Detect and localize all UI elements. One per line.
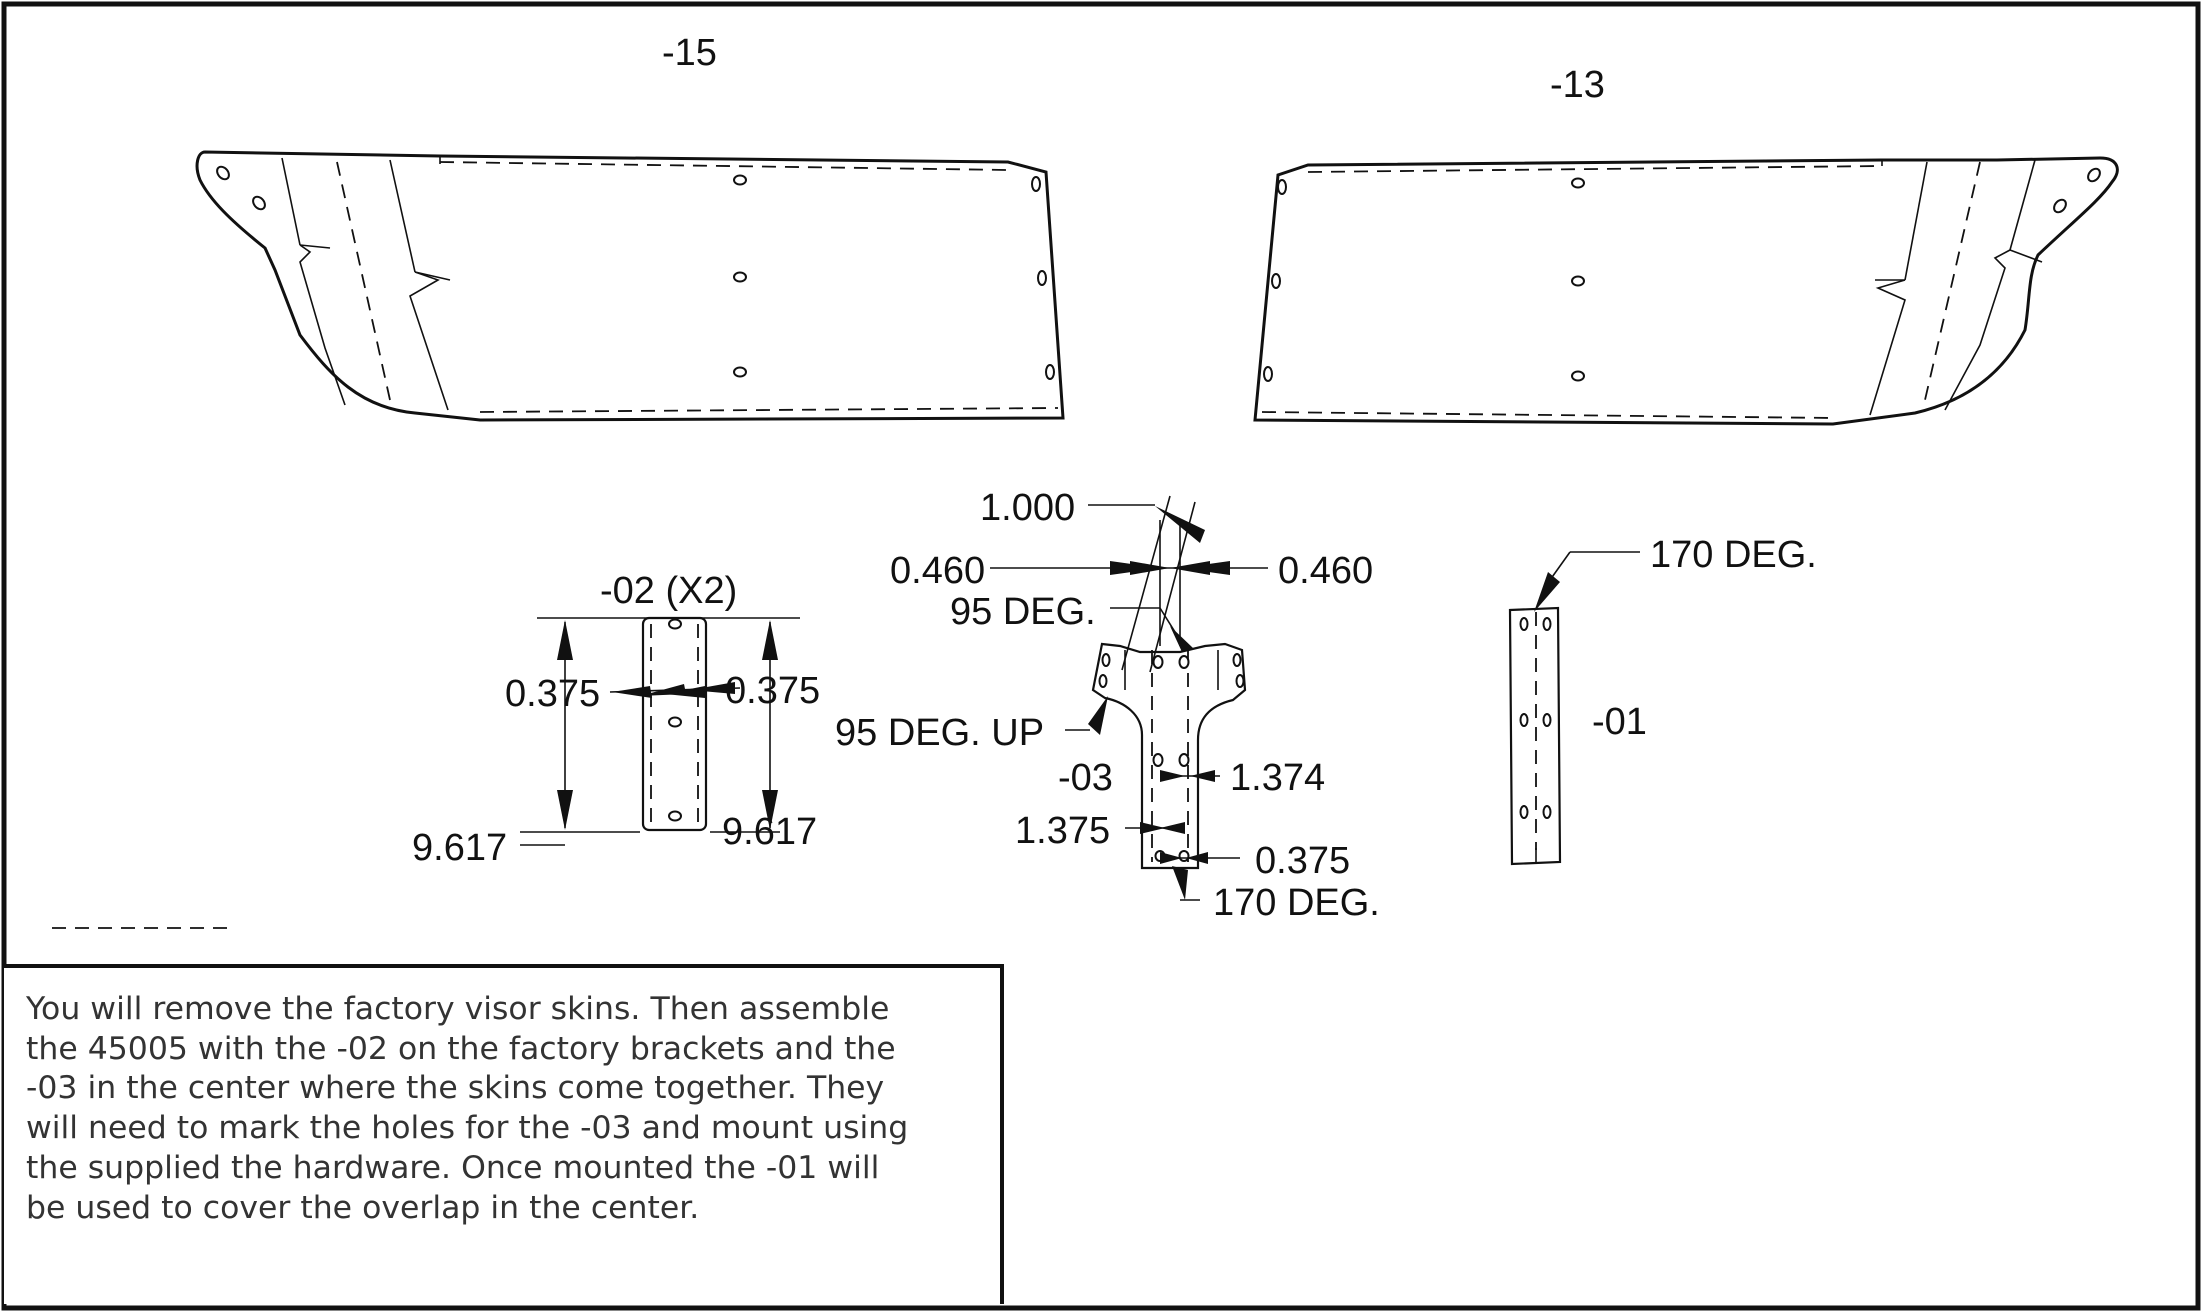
dim-1375: 1.375 <box>1015 810 1110 852</box>
dim-170-deg-center: 170 DEG. <box>1213 882 1380 924</box>
dim-0460-right: 0.460 <box>1278 550 1373 592</box>
dim-0375-left: 0.375 <box>505 673 600 715</box>
label-cover-01: -01 <box>1592 701 1647 743</box>
center-piece-03 <box>990 495 1268 901</box>
bracket-02 <box>520 616 800 846</box>
dim-1000: 1.000 <box>980 487 1075 529</box>
dim-0375-center: 0.375 <box>1255 840 1350 882</box>
dim-9617-left: 9.617 <box>412 827 507 869</box>
label-bracket-02: -02 (X2) <box>600 570 737 612</box>
dim-0460-left: 0.460 <box>890 550 985 592</box>
dim-95-deg: 95 DEG. <box>950 591 1096 633</box>
dim-0375-right: 0.375 <box>725 670 820 712</box>
instruction-note-text: You will remove the factory visor skins.… <box>26 991 909 1226</box>
dim-9617-right: 9.617 <box>722 811 817 853</box>
right-visor-skin <box>1253 156 2119 426</box>
instruction-note-box: You will remove the factory visor skins.… <box>4 964 1004 1304</box>
dim-170-deg-cover: 170 DEG. <box>1650 534 1817 576</box>
cover-01 <box>1508 551 1640 866</box>
dim-95-deg-up: 95 DEG. UP <box>835 712 1044 754</box>
label-center-03: -03 <box>1058 757 1113 799</box>
label-left-skin: -15 <box>662 32 717 74</box>
label-right-skin: -13 <box>1550 64 1605 106</box>
dim-1374: 1.374 <box>1230 757 1325 799</box>
left-visor-skin <box>195 150 1065 422</box>
